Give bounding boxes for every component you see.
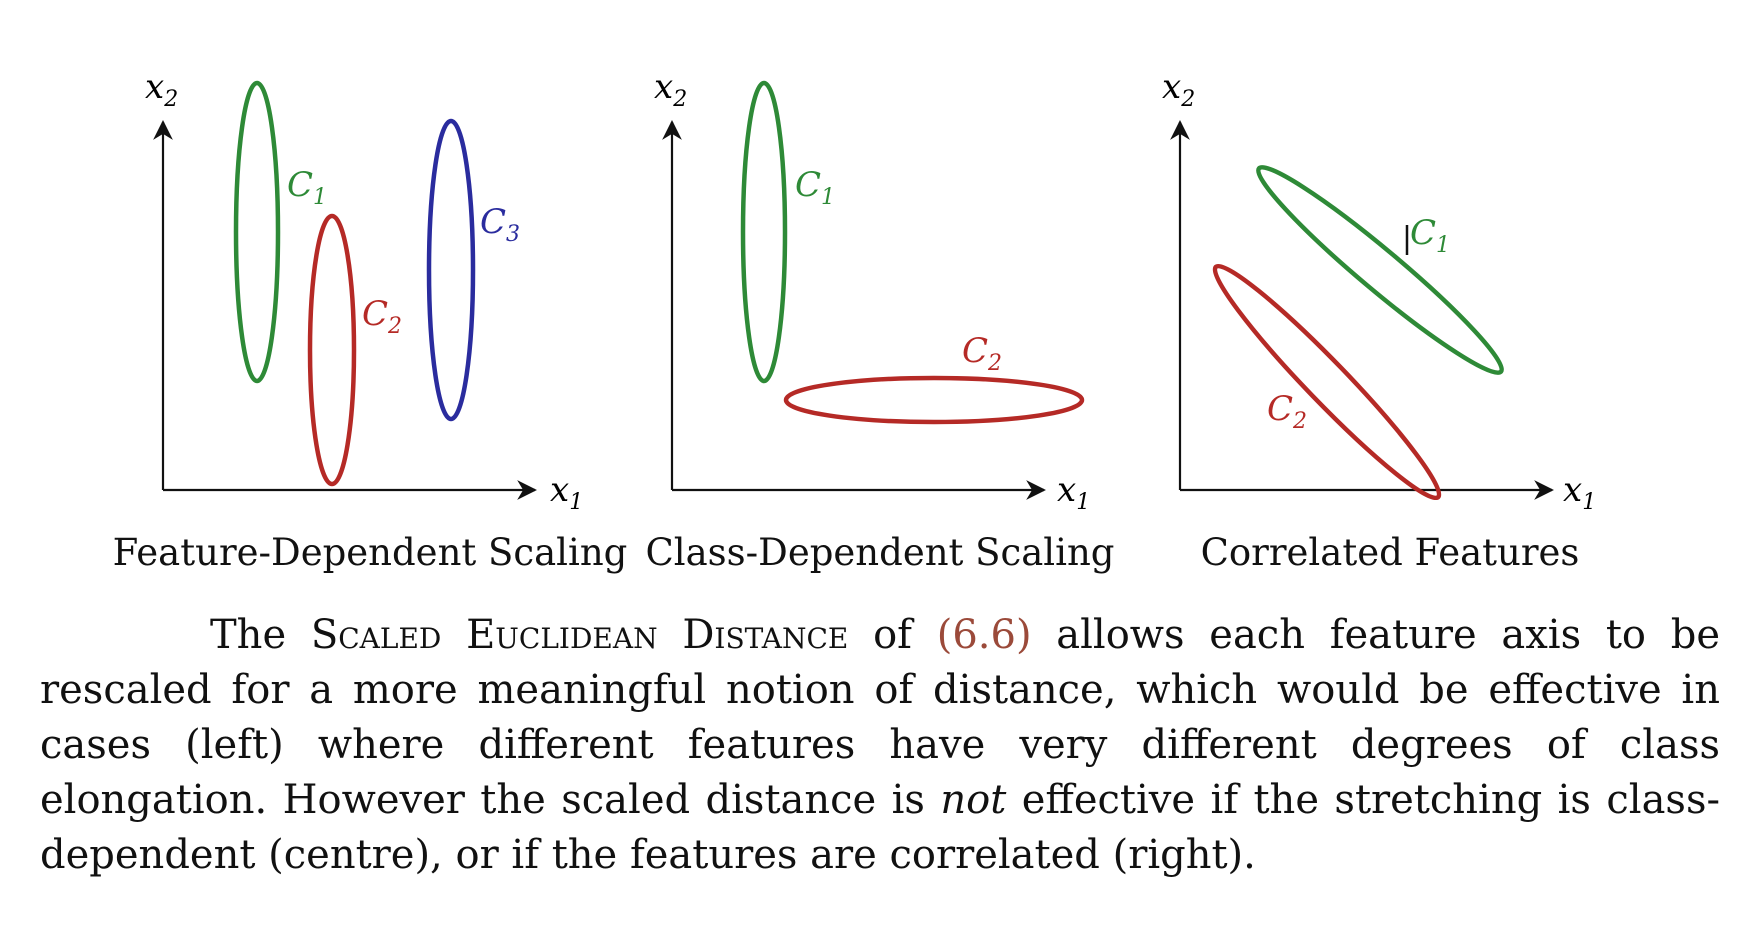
caption-text: of	[848, 612, 937, 658]
panel-title: Class-Dependent Scaling	[645, 531, 1114, 574]
class-c1-label: C1	[287, 165, 327, 210]
class-c1-ellipse	[233, 80, 281, 384]
x-axis-label: x1	[1563, 470, 1596, 515]
caption-text: The	[210, 612, 311, 658]
class-c2-label: C2	[1267, 389, 1307, 434]
class-c3-label: C3	[480, 202, 520, 247]
panel-feature-dependent: x2 x1 C1 C2 C3 Feature-Dependent Scaling	[113, 67, 628, 574]
figure: x2 x1 C1 C2 C3 Feature-Dependent Scaling…	[113, 67, 1597, 574]
panel-class-dependent: x2 x1 C1 C2 Class-Dependent Scaling	[645, 67, 1114, 574]
class-c2-ellipse	[1212, 263, 1442, 501]
class-c2-ellipse	[307, 213, 357, 487]
figure-caption: The Scaled Euclidean Distance of (6.6) a…	[40, 608, 1720, 883]
caption-paragraph: The Scaled Euclidean Distance of (6.6) a…	[40, 608, 1720, 883]
class-c3-ellipse	[426, 118, 476, 422]
panel-correlated: x2 x1 C1 C2 Correlated Features	[1162, 67, 1596, 574]
class-c1-ellipse	[1256, 165, 1504, 375]
class-c2-label: C2	[962, 331, 1002, 376]
panel-title: Correlated Features	[1201, 531, 1580, 574]
caption-emphasis: not	[940, 777, 1007, 823]
class-c2-ellipse	[783, 375, 1085, 425]
x-axis-label: x1	[1057, 470, 1090, 515]
class-c1-label: C1	[795, 165, 835, 210]
x-axis-label: x1	[550, 470, 583, 515]
caption-text: allows each feature axis to be rescaled …	[40, 612, 1720, 823]
y-axis-label: x2	[654, 67, 687, 112]
y-axis-label: x2	[1162, 67, 1195, 112]
class-c1-label: C1	[1410, 213, 1450, 258]
class-c2-label: C2	[362, 294, 402, 339]
caption-term: Scaled Euclidean Distance	[310, 612, 849, 658]
y-axis-label: x2	[145, 67, 178, 112]
caption-text: effective if the stretching is class-dep…	[40, 777, 1720, 878]
equation-reference-link[interactable]: (6.6)	[936, 612, 1032, 658]
class-c1-ellipse	[740, 80, 788, 384]
panel-title: Feature-Dependent Scaling	[113, 531, 628, 574]
